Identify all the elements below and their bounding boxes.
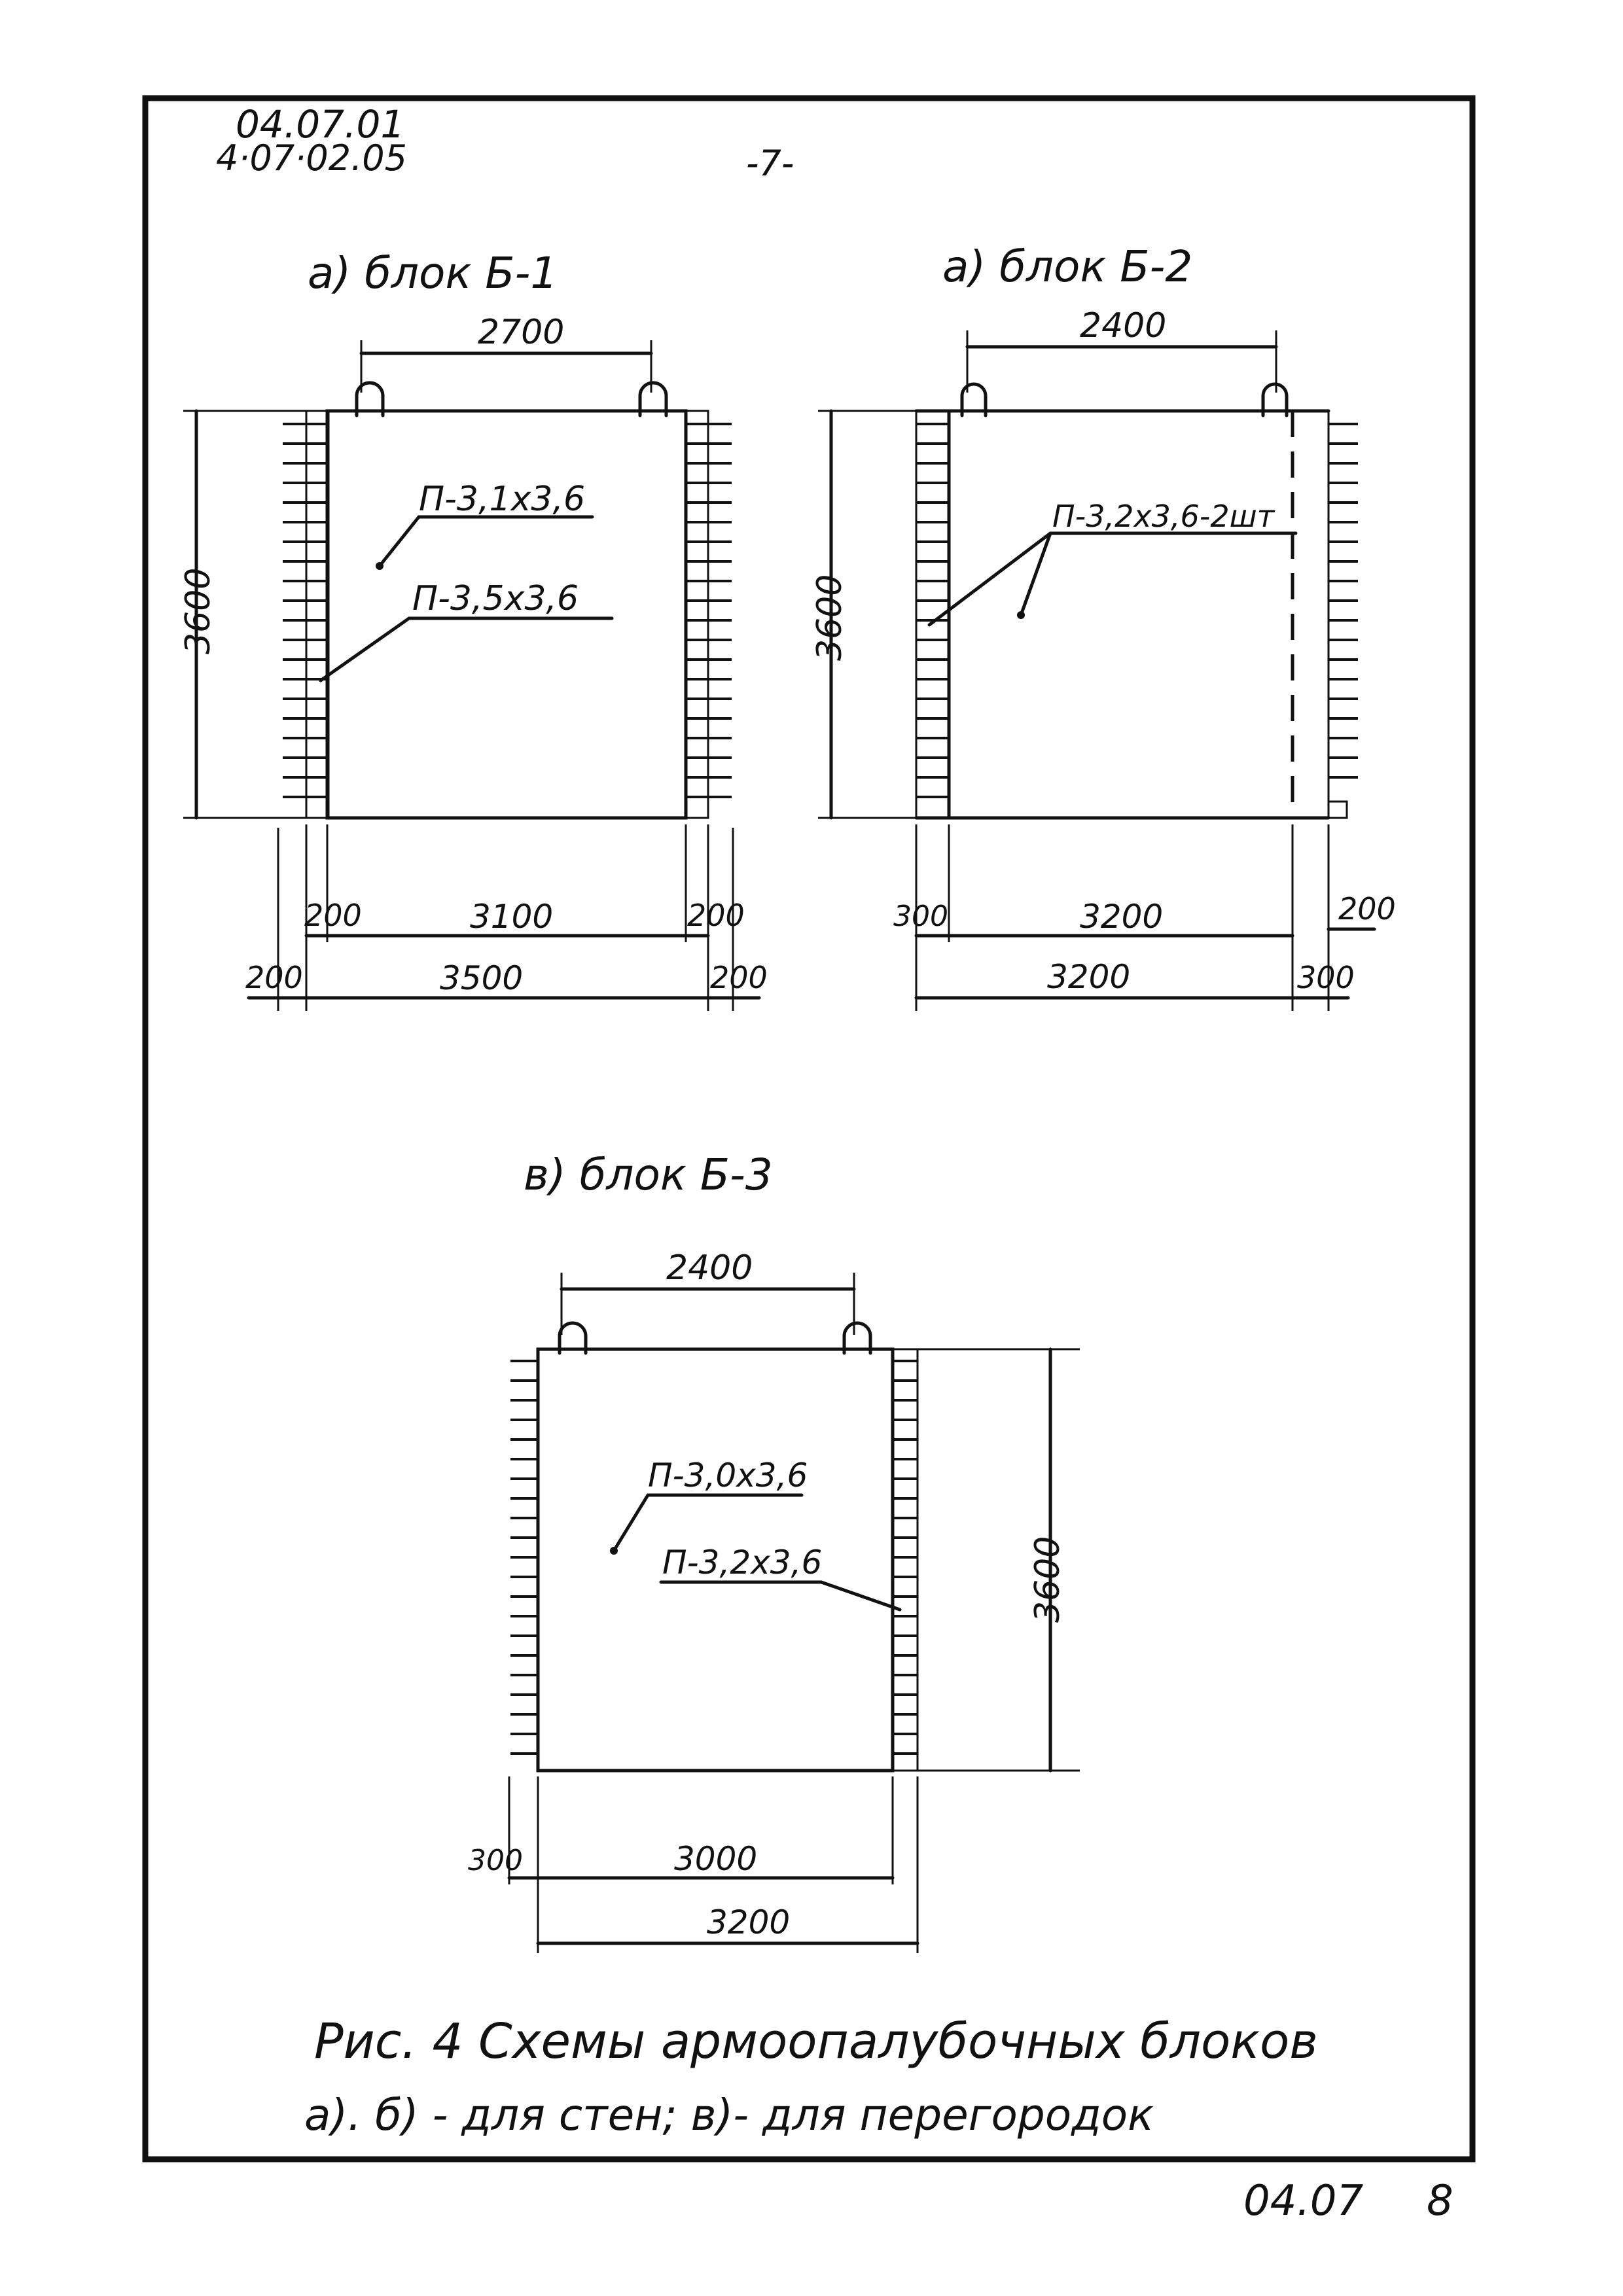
b1-dim-row1-right: 200 (687, 898, 745, 933)
b2-left-hatch (916, 423, 949, 798)
b3-panel-leader-dot (610, 1547, 618, 1555)
b2-lifting-loop-right (1261, 382, 1289, 417)
b1-top-dim-label: 2700 (478, 313, 564, 352)
footer-page-number: 8 (1427, 2177, 1454, 2225)
b3-dim-row1-left: 300 (468, 1844, 523, 1877)
b2-dim-row1-right: 200 (1338, 891, 1396, 927)
b3-right-strip (891, 1348, 919, 1772)
b1-side-leader (319, 616, 411, 682)
header-code-line1: 04.07.01 (236, 102, 404, 147)
page-marker: -7- (746, 143, 794, 184)
block-b2: а) блок Б-2 2400 3600 П-3,2x3,6-2шт 300 (810, 241, 1396, 1011)
b3-left-hatch (510, 1360, 538, 1755)
header-code-line2: 4·07·02.05 (216, 137, 407, 179)
b2-leader-to-panel (1019, 531, 1052, 617)
footer-code: 04.07 (1243, 2177, 1364, 2225)
b3-side-label: П-3,2x3,6 (662, 1544, 822, 1581)
b1-panel-label: П-3,1x3,6 (419, 480, 585, 519)
b2-dim-row1-mid: 3200 (1080, 898, 1163, 936)
b3-height-dim-label: 3600 (1028, 1536, 1067, 1623)
b1-right-strip (685, 410, 709, 819)
block-b1: а) блок Б-1 2700 3600 П-3,1x3,6 П-3,5x3,… (179, 248, 768, 1011)
b3-lifting-loop-left (558, 1321, 588, 1355)
b1-lifting-loop-right (638, 381, 668, 417)
b1-height-dim-label: 3600 (179, 568, 218, 654)
figure-caption-line1: Рис. 4 Схемы армоопалубочных блоков (314, 2013, 1318, 2070)
b2-right-hatch (1329, 423, 1358, 779)
b3-side-leader (819, 1580, 902, 1612)
b3-panel-leader (612, 1493, 650, 1553)
sheet-frame (142, 95, 1476, 2163)
b3-dim-row2-mid: 3200 (707, 1903, 790, 1941)
figure-caption-line2: а). б) - для стен; в)- для перегородок (304, 2090, 1154, 2140)
b3-dim-row1-mid: 3000 (674, 1840, 757, 1878)
b3-lifting-loop-right (842, 1321, 872, 1355)
b1-dim-row1-mid: 3100 (470, 898, 553, 936)
b3-top-dim-label: 2400 (666, 1248, 753, 1288)
b1-left-hatch (283, 423, 327, 798)
b3-right-hatch (893, 1360, 918, 1755)
block-b3-title: в) блок Б-3 (524, 1150, 773, 1200)
b2-left-strip (915, 410, 950, 819)
b1-lifting-loop-left (355, 381, 385, 417)
b1-dim-row2-mid: 3500 (440, 959, 523, 997)
b1-right-hatch (686, 423, 732, 798)
b1-side-label: П-3,5x3,6 (412, 579, 579, 618)
block-b3: в) блок Б-3 2400 3600 П-3,0x3,6 П-3,2x3,… (468, 1150, 1080, 1953)
b1-dim-row1-left: 200 (304, 898, 362, 933)
b1-panel-leader (378, 515, 421, 568)
b1-panel-leader-dot (376, 562, 383, 570)
b2-dim-row2-mid: 3200 (1047, 958, 1130, 996)
b2-lifting-loop-left (960, 382, 988, 417)
b2-top-dim-label: 2400 (1080, 306, 1166, 345)
b2-height-dim-label: 3600 (810, 574, 849, 661)
b3-panel-label: П-3,0x3,6 (648, 1457, 808, 1494)
b2-dim-row1-left: 300 (893, 900, 948, 933)
block-b1-title: а) блок Б-1 (308, 248, 558, 298)
b2-panel-label: П-3,2x3,6-2шт (1052, 499, 1275, 534)
b2-dim-row2-right: 300 (1297, 960, 1355, 995)
b2-leader-dot (1017, 611, 1025, 619)
b2-right-foot (1327, 800, 1348, 819)
b1-dim-row2-left: 200 (245, 960, 303, 995)
b2-leader-to-strip (927, 531, 1052, 627)
block-b2-title: а) блок Б-2 (942, 241, 1192, 292)
b1-dim-row2-right: 200 (710, 960, 768, 995)
